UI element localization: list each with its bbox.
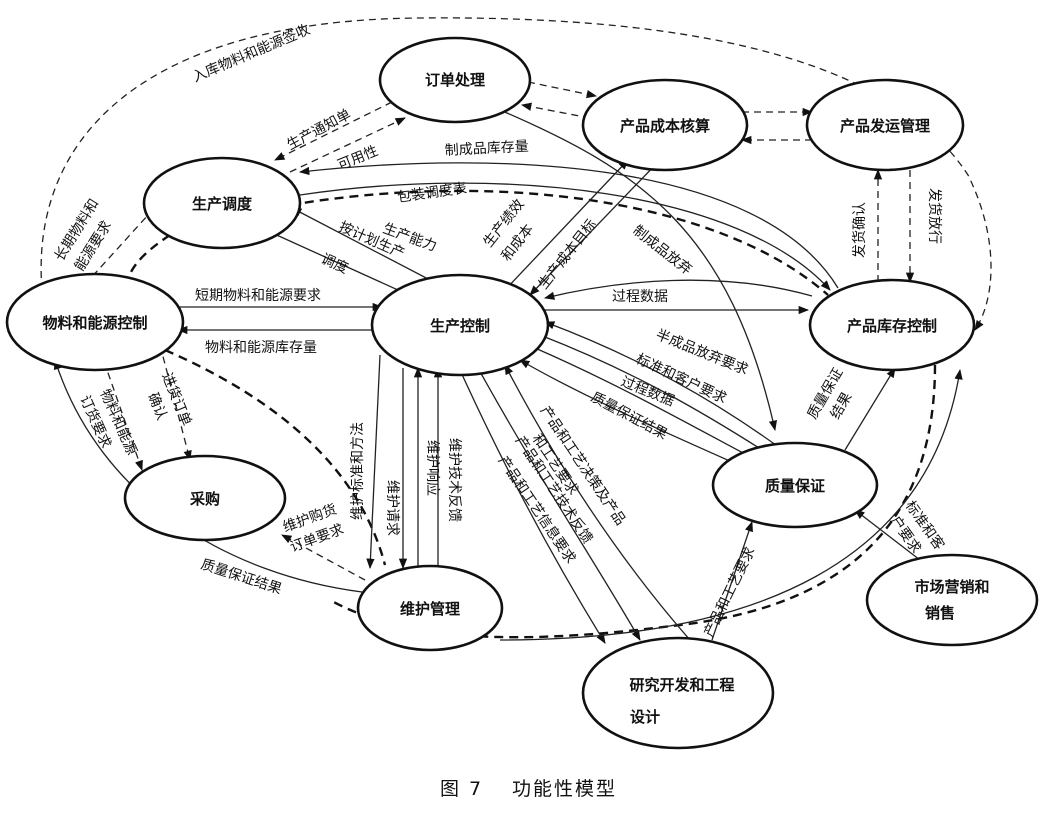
node-inventory-label: 产品库存控制 (847, 317, 937, 335)
edge-order-cost (527, 81, 598, 99)
edge-process-data-2 (534, 347, 761, 463)
edge-availability (289, 117, 406, 173)
edge-maint-purchase (281, 534, 366, 581)
edge-heavy-material-maint (164, 348, 387, 566)
edge-rd-quality (711, 521, 753, 641)
caption-title: 功能性模型 (512, 778, 617, 800)
node-shipping-label: 产品发运管理 (840, 117, 930, 135)
node-order-label: 订单处理 (425, 71, 485, 89)
node-quality-label: 质量保证 (765, 477, 825, 495)
label-short-term-req: 短期物料和能源要求 (195, 288, 321, 304)
edge-heavy-schedule-inventory (289, 189, 829, 296)
edge-dispatch (269, 231, 421, 301)
label-maint-request: 维护请求 (384, 480, 400, 536)
node-purchasing: 采购 (123, 454, 287, 542)
edge-market-quality (854, 509, 921, 561)
edges (40, 17, 992, 644)
label-inbound-signoff: 入库物料和能源签收 (190, 21, 313, 86)
node-order-processing: 订单处理 (378, 36, 532, 124)
node-maintenance-label: 维护管理 (400, 600, 460, 618)
node-market-label-1: 市场营销和 (914, 578, 989, 596)
edge-rd-info (459, 369, 606, 644)
edge-purchase-confirm (159, 344, 192, 462)
label-purchase-confirm-2: 确认 (144, 391, 169, 423)
figure-caption: 图 7 功能性模型 (440, 778, 617, 800)
node-purchase-label: 采购 (189, 490, 220, 508)
edge-production-notice (274, 101, 393, 161)
edge-rd-decision (504, 364, 691, 641)
edge-qa-result (519, 359, 751, 471)
label-maint-response: 维护响应 (424, 440, 441, 496)
node-schedule-label: 生产调度 (192, 195, 253, 213)
node-rd-label-1: 研究开发和工程 (629, 676, 734, 694)
label-qa-result-arc: 质量保证结果 (199, 557, 284, 598)
edge-performance-cost (504, 159, 629, 291)
caption-figure-number: 图 7 (440, 778, 483, 800)
edge-rd-feedback (477, 367, 641, 641)
node-material-energy: 物料和能源控制 (5, 272, 185, 372)
edge-inbound-signoff (40, 17, 992, 331)
edge-standards (539, 334, 771, 456)
label-process-data-1: 过程数据 (612, 289, 668, 305)
node-marketing-sales: 市场营销和 销售 (865, 553, 1039, 647)
label-rd-quality: 产品和工艺要求 (701, 545, 758, 640)
node-production-control: 生产控制 (370, 273, 550, 377)
edge-heavy-inventory-loop (329, 364, 937, 639)
node-maintenance: 维护管理 (356, 564, 504, 652)
node-control-label: 生产控制 (430, 317, 490, 335)
label-material-inventory: 物料和能源库存量 (205, 340, 317, 356)
node-cost-label: 产品成本核算 (620, 117, 710, 135)
node-shipping: 产品发运管理 (805, 78, 965, 172)
label-cost-target: 生产成本目标 (536, 216, 600, 292)
edge-maint-standards (366, 354, 381, 570)
edge-cost-order (520, 102, 591, 119)
node-rd-label-2: 设计 (630, 708, 660, 726)
label-purchase-confirm-1: 进货订单 (158, 370, 195, 428)
label-availability: 可用性 (336, 143, 381, 174)
edge-material-order (99, 349, 143, 471)
edge-maint-inventory-arc (499, 368, 963, 641)
edge-semi-abandon (544, 321, 781, 449)
node-rnd-engineering: 研究开发和工程 设计 (581, 636, 775, 750)
label-production-notice: 生产通知单 (284, 106, 354, 154)
edge-qa-inventory (844, 367, 896, 451)
label-maint-standards: 维护标准和方法 (350, 422, 366, 520)
node-material-label: 物料和能源控制 (42, 314, 147, 332)
label-ship-release: 发货放行 (926, 188, 943, 244)
edge-finished-inventory (298, 162, 839, 289)
edge-order-inventory (499, 109, 778, 432)
label-finished-inventory: 制成品库存量 (444, 139, 529, 159)
node-market-label-2: 销售 (925, 604, 955, 622)
edge-cost-target (529, 161, 659, 296)
edge-finished-abandon (543, 279, 813, 300)
edge-packaging-schedule (299, 182, 831, 291)
node-product-inventory: 产品库存控制 (808, 278, 976, 372)
label-maint-feedback: 维护技术反馈 (446, 438, 462, 522)
node-product-cost: 产品成本核算 (581, 78, 749, 172)
label-dispatch: 调度 (318, 251, 350, 277)
node-quality-assurance: 质量保证 (711, 441, 879, 529)
nodes: 订单处理 产品成本核算 产品发运管理 生产调度 物料和能源控制 生产控制 产品库… (5, 36, 1039, 750)
node-production-schedule: 生产调度 (142, 156, 302, 250)
label-ship-confirm: 发货确认 (851, 202, 868, 258)
